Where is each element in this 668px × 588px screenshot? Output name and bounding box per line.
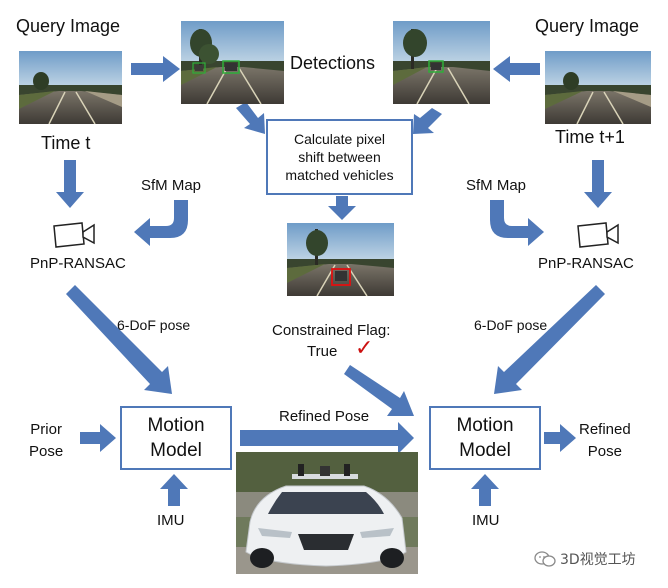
arrow-query-left-to-detections — [131, 56, 180, 82]
arrow-pnp-left-to-motion — [66, 285, 172, 394]
calc-line-2: shift between — [298, 149, 381, 165]
check-icon: ✓ — [355, 336, 374, 361]
query-image-right-title: Query Image — [535, 16, 640, 36]
refined-right-line-2: Pose — [587, 443, 622, 460]
arrow-query-right-to-detections — [493, 56, 540, 82]
refined-pose-mid-label: Refined Pose — [279, 408, 370, 425]
detections-left-image — [181, 21, 284, 104]
motion-left-line-2: Model — [150, 440, 202, 461]
arrow-calc-to-constrained — [328, 196, 356, 220]
motion-model-left-box: Motion Model — [120, 406, 232, 470]
detections-label: Detections — [290, 53, 376, 73]
detections-right-image — [393, 21, 490, 104]
calc-line-1: Calculate pixel — [293, 131, 386, 147]
arrow-time-left-to-pnp — [56, 160, 84, 208]
watermark-text: 3D视觉工坊 — [560, 552, 636, 568]
arrow-prior-to-motion — [80, 424, 116, 452]
imu-right-label: IMU — [472, 512, 500, 529]
six-dof-pose-right-label: 6-DoF pose — [474, 317, 548, 333]
arrow-detections-left-to-calc — [236, 102, 265, 134]
sfm-map-right-label: SfM Map — [466, 177, 527, 194]
motion-model-right-box: Motion Model — [429, 406, 541, 470]
camera-icon — [577, 222, 619, 248]
sfm-map-left-label: SfM Map — [141, 177, 202, 194]
motion-left-line-1: Motion — [147, 415, 205, 436]
motion-right-line-2: Model — [459, 440, 511, 461]
query-image-left-title: Query Image — [16, 16, 121, 36]
arrow-motion-right-to-refined — [544, 424, 576, 452]
autonomous-car-image — [236, 452, 418, 574]
query-image-right — [545, 51, 651, 124]
time-t-label: Time t — [41, 133, 91, 153]
imu-left-label: IMU — [157, 512, 185, 529]
wechat-icon — [534, 551, 556, 567]
arrow-pnp-right-to-motion — [494, 285, 605, 394]
arrow-sfm-right-to-pnp — [490, 200, 544, 246]
calculate-pixel-shift-box: Calculate pixel shift between matched ve… — [266, 119, 413, 195]
query-image-left — [19, 51, 122, 124]
constrained-flag-value: True — [307, 343, 338, 360]
arrow-imu-right-to-motion — [471, 474, 499, 506]
arrow-sfm-left-to-pnp — [134, 200, 188, 246]
prior-pose-label: Prior Pose — [29, 419, 63, 463]
arrow-constrained-to-motion — [344, 365, 414, 416]
arrow-motion-left-to-right — [240, 422, 414, 454]
refined-right-line-1: Refined — [579, 421, 631, 438]
calc-line-3: matched vehicles — [285, 167, 394, 183]
prior-pose-line-1: Prior — [30, 421, 62, 438]
six-dof-pose-left-label: 6-DoF pose — [117, 317, 191, 333]
refined-pose-right-label: Refined Pose — [579, 419, 631, 463]
camera-icon — [53, 222, 95, 248]
pnp-ransac-left-label: PnP-RANSAC — [30, 255, 126, 272]
arrow-imu-left-to-motion — [160, 474, 188, 506]
constrained-flag-label: Constrained Flag: — [272, 322, 391, 339]
motion-right-line-1: Motion — [456, 415, 514, 436]
time-t1-label: Time t+1 — [555, 127, 625, 147]
watermark: 3D视觉工坊 — [534, 549, 636, 569]
constrained-image — [287, 223, 394, 296]
arrow-time-right-to-pnp — [584, 160, 612, 208]
prior-pose-line-2: Pose — [29, 443, 64, 460]
pnp-ransac-right-label: PnP-RANSAC — [538, 255, 634, 272]
arrow-detections-right-to-calc — [413, 108, 442, 134]
